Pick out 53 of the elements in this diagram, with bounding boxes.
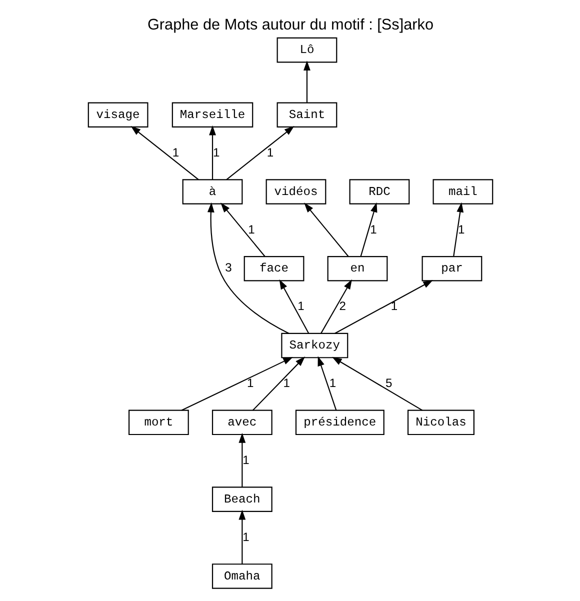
node-box: face — [243, 256, 304, 282]
edge-label: 1 — [297, 299, 304, 314]
arrow — [360, 202, 377, 257]
node-box: présidence — [294, 410, 384, 436]
arrow — [304, 202, 348, 257]
node-box: visage — [87, 102, 148, 128]
edge-label: 1 — [457, 222, 464, 236]
edge-label: 1 — [246, 376, 254, 390]
edge-label: 3 — [224, 260, 232, 275]
arrow — [252, 356, 305, 411]
arrow — [278, 279, 309, 334]
edge-label: 5 — [384, 376, 392, 390]
arrow — [220, 202, 265, 257]
arrow — [331, 356, 422, 411]
node-box: Sarkozy — [280, 332, 348, 358]
edge-label: 1 — [212, 145, 220, 160]
node-box: par — [421, 256, 482, 282]
diagram-title: Graphe de Mots autour du motif : [Ss]arko — [147, 16, 433, 34]
edge-label: 1 — [242, 530, 249, 544]
node-box: Lô — [276, 37, 337, 63]
edge-label: 1 — [172, 145, 179, 160]
node-box: Omaha — [211, 564, 272, 589]
arrow — [334, 280, 433, 334]
edge-label: 1 — [328, 376, 336, 390]
arrow — [303, 60, 310, 103]
node-box: Saint — [276, 102, 337, 128]
arrow — [317, 356, 336, 410]
arrow — [238, 432, 246, 488]
edge-label: 1 — [390, 299, 398, 314]
edge-label: 1 — [242, 452, 249, 467]
arrow — [208, 125, 216, 180]
node-box: Nicolas — [406, 410, 474, 436]
node-box: Marseille — [171, 102, 253, 128]
node-box: mort — [128, 410, 188, 436]
arrow — [226, 126, 294, 180]
edge-label: 1 — [248, 222, 254, 236]
edge-label: 1 — [282, 376, 290, 390]
edge-label: 2 — [338, 299, 346, 314]
node-box: à — [182, 179, 242, 204]
arrow — [130, 126, 198, 180]
node-box: vidéos — [265, 179, 326, 204]
node-box: avec — [211, 410, 272, 436]
arrow — [206, 202, 289, 334]
arrow — [180, 356, 293, 411]
edge-label: 1 — [266, 145, 274, 160]
node-box: Beach — [211, 486, 272, 512]
arrow — [452, 202, 464, 257]
arrow — [320, 279, 352, 334]
edge-label: 1 — [370, 222, 376, 236]
node-box: mail — [432, 179, 493, 204]
node-box: en — [326, 256, 388, 282]
node-box: RDC — [348, 179, 410, 204]
arrow — [238, 510, 246, 564]
